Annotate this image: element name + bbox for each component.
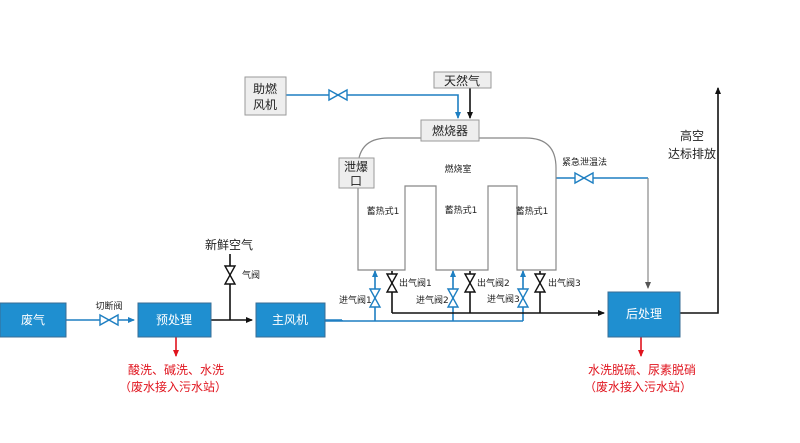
exhaust-line1: 高空: [680, 128, 704, 143]
inlet-valve-2-icon: [446, 288, 460, 308]
pretreatment-output-line1: 酸洗、碱洗、水洗: [128, 362, 224, 377]
outlet-valve-1-label: 出气阀1: [399, 277, 432, 289]
emergency-valve-icon: [574, 171, 594, 185]
waste-gas-label: 废气: [21, 312, 45, 327]
combustion-fan-box: 助燃 风机: [244, 76, 287, 116]
outlet-valve-2-label: 出气阀2: [477, 277, 510, 289]
regenerator-1-label: 蓄热式1: [367, 205, 400, 217]
burst-port-box: 泄爆 口: [338, 157, 375, 189]
burner-label: 燃烧器: [432, 123, 468, 138]
post-treatment-label: 后处理: [626, 307, 662, 321]
post-treatment-output-line2: （废水接入污水站）: [584, 379, 692, 394]
burner-box: 燃烧器: [420, 119, 480, 142]
natural-gas-label: 天然气: [444, 73, 480, 88]
inlet-valve-1-icon: [368, 288, 382, 308]
post-treatment-box: 后处理: [607, 291, 681, 338]
regenerator-3-label: 蓄热式1: [516, 205, 549, 217]
cutoff-valve-label: 切断阀: [95, 300, 122, 312]
pretreatment-box: 预处理: [137, 302, 212, 338]
main-flow-lines: [66, 87, 721, 357]
outlet-valve-1-icon: [385, 273, 399, 293]
exhaust-line2: 达标排放: [668, 146, 716, 161]
air-valve-label: 气阀: [242, 269, 260, 281]
combustion-chamber-label: 燃烧室: [444, 163, 471, 175]
burst-port-line2: 口: [350, 174, 362, 188]
waste-gas-box: 废气: [0, 302, 67, 338]
air-valve-icon: [223, 265, 237, 285]
outlet-valve-3-icon: [533, 273, 547, 293]
cutoff-valve-icon: [99, 313, 119, 327]
combustion-fan-line1: 助燃: [253, 81, 277, 96]
post-treatment-output-line1: 水洗脱硫、尿素脱硝: [588, 362, 696, 377]
inlet-valve-3-icon: [516, 288, 530, 308]
outlet-valve-2-icon: [463, 273, 477, 293]
combustion-fan-line2: 风机: [253, 98, 277, 112]
burst-port-line1: 泄爆: [344, 160, 368, 174]
natural-gas-box: 天然气: [433, 71, 492, 89]
valves: [99, 88, 594, 327]
fan-line-valve-icon: [328, 88, 348, 102]
regenerator-2-label: 蓄热式1: [445, 204, 478, 216]
fresh-air-label: 新鲜空气: [205, 237, 253, 252]
outlet-valve-3-label: 出气阀3: [548, 277, 581, 289]
pretreatment-output-line2: （废水接入污水站）: [119, 379, 227, 394]
main-fan-label: 主风机: [272, 313, 308, 327]
pretreatment-label: 预处理: [156, 313, 192, 327]
main-fan-box: 主风机: [255, 302, 326, 338]
rto-chamber: [357, 137, 557, 271]
emergency-valve-label: 紧急泄温法: [562, 156, 607, 168]
inlet-valve-1-label: 进气阀1: [339, 294, 372, 306]
inlet-valve-2-label: 进气阀2: [416, 294, 449, 306]
inlet-valve-3-label: 进气阀3: [487, 293, 520, 305]
